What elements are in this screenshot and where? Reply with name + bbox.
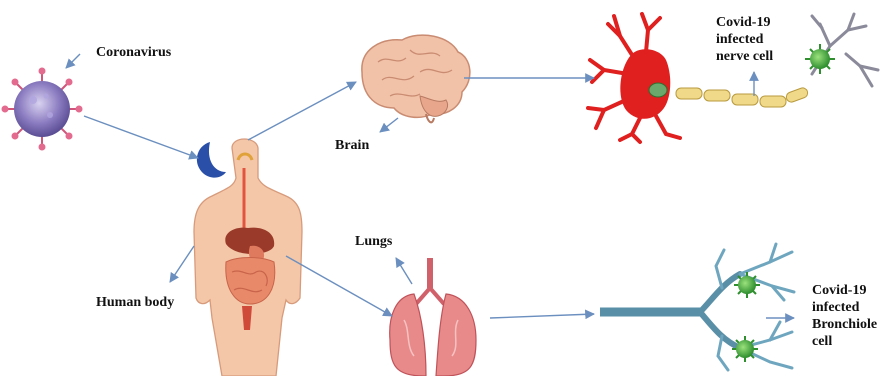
arrow-lungs-label — [396, 258, 412, 284]
arrow-virus-to-body — [84, 116, 198, 158]
coronavirus-icon — [2, 68, 83, 151]
arrow-brain-label — [380, 118, 398, 132]
arrow-body-to-brain — [248, 82, 356, 140]
green-virus-icon — [805, 44, 835, 74]
label-bronchiole-line2: infected — [812, 299, 887, 316]
label-bronchiole-cell: Covid-19 infected Bronchiole cell — [812, 282, 887, 350]
label-nerve-cell-line2: infected — [716, 31, 806, 48]
label-lungs: Lungs — [355, 233, 392, 250]
label-human-body: Human body — [96, 294, 174, 311]
lungs-icon — [390, 258, 476, 376]
label-bronchiole-line4: cell — [812, 333, 887, 350]
arrow-lungs-to-bronchiole — [490, 314, 594, 318]
bronchiole-icon — [600, 244, 794, 370]
green-virus-icon — [732, 336, 758, 362]
arrow-coronavirus-label — [66, 54, 80, 68]
arrow-human-body-label — [170, 246, 194, 282]
label-bronchiole-line1: Covid-19 — [812, 282, 887, 299]
label-coronavirus: Coronavirus — [96, 44, 171, 61]
label-nerve-cell-line3: nerve cell — [716, 48, 806, 65]
label-nerve-cell-line1: Covid-19 — [716, 14, 806, 31]
crescent-icon — [197, 142, 226, 178]
brain-icon — [362, 35, 470, 122]
label-bronchiole-line3: Bronchiole — [812, 316, 887, 333]
arrow-body-to-lungs — [286, 256, 392, 316]
label-brain: Brain — [335, 137, 369, 154]
label-nerve-cell: Covid-19 infected nerve cell — [716, 14, 806, 65]
